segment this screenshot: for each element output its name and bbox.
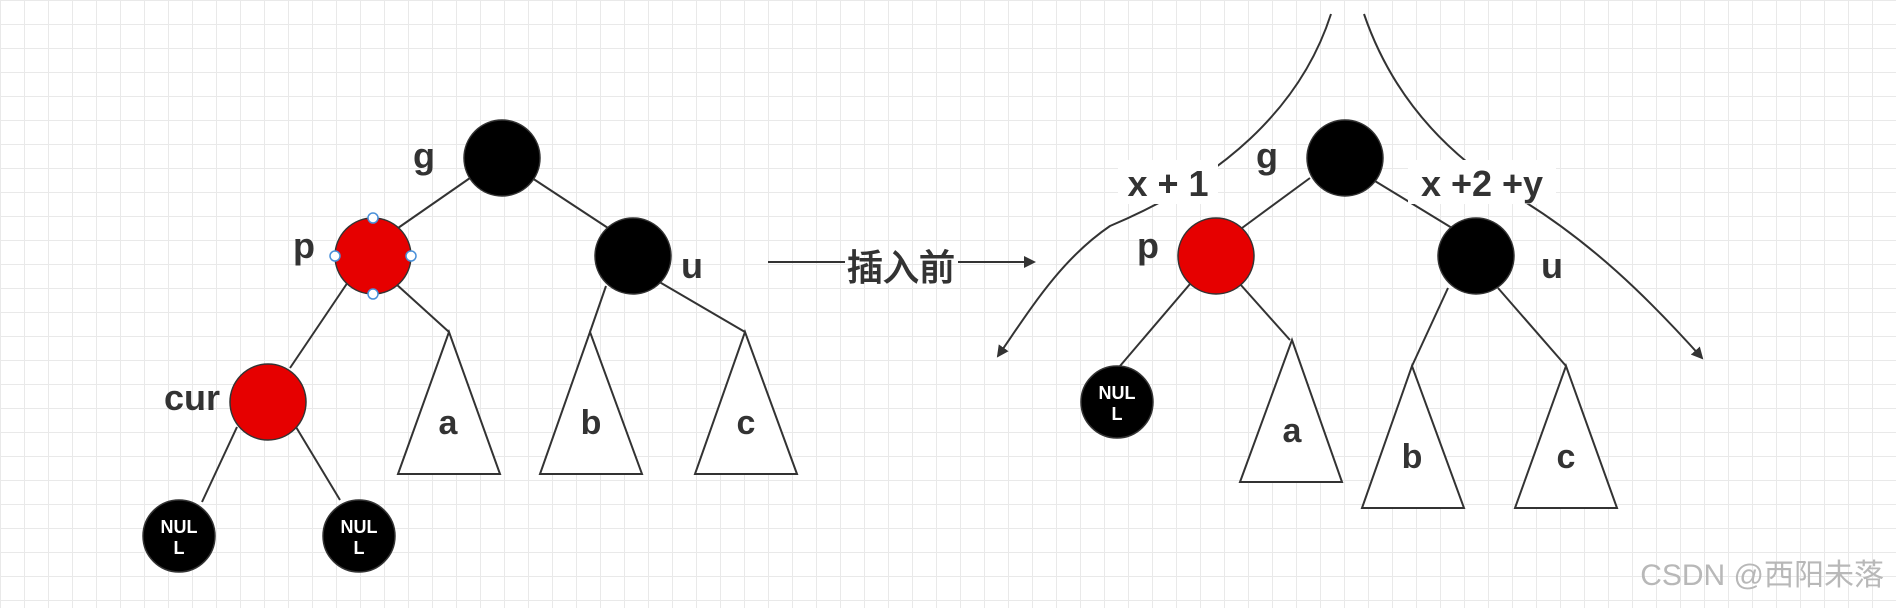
node-u-right[interactable]	[1437, 217, 1515, 295]
subtree-b-triangle-right	[1360, 363, 1466, 509]
selection-handle-bottom[interactable]	[367, 288, 379, 300]
subtree-b-label-right: b	[1402, 438, 1423, 476]
edge-g-p	[397, 177, 471, 229]
node-g[interactable]	[463, 119, 541, 197]
selection-handle-left[interactable]	[329, 250, 341, 262]
left-tree: a b c g p u cur NUL L NUL L	[142, 119, 799, 573]
node-g-right[interactable]	[1306, 119, 1384, 197]
node-nil-right-tree[interactable]	[1080, 365, 1154, 439]
label-g: g	[413, 135, 435, 176]
transition-label: 插入前	[847, 247, 955, 288]
subtree-b-label: b	[581, 404, 602, 442]
right-path-label: x +2 +y	[1421, 163, 1543, 204]
label-g-right: g	[1256, 135, 1278, 176]
label-cur: cur	[164, 377, 220, 418]
transition-arrow: 插入前	[768, 247, 1036, 288]
subtree-a-triangle-right	[1238, 337, 1344, 483]
node-p-right[interactable]	[1177, 217, 1255, 295]
node-p-selected[interactable]	[334, 217, 412, 295]
node-cur[interactable]	[229, 363, 307, 441]
edge-p-a	[395, 283, 450, 333]
edge-u-c-right	[1497, 287, 1567, 367]
right-tree: a b c x + 1 x +2 +y g p u NUL L	[996, 13, 1704, 509]
edge-u-b	[589, 285, 607, 333]
edge-g-p-right	[1241, 177, 1311, 229]
node-u[interactable]	[594, 217, 672, 295]
edge-g-u	[531, 177, 609, 229]
edge-p-a-right	[1239, 283, 1291, 341]
selection-handle-right[interactable]	[405, 250, 417, 262]
label-p: p	[293, 225, 315, 266]
subtree-c-label-right: c	[1557, 438, 1576, 476]
subtree-a-label: a	[439, 404, 459, 442]
subtree-c-triangle	[693, 329, 799, 475]
nil-right-tree-line2: L	[1112, 404, 1123, 424]
selection-handle-top[interactable]	[367, 212, 379, 224]
nil-right-tree-line1: NUL	[1099, 383, 1136, 403]
nil-right-line1: NUL	[341, 517, 378, 537]
nil-left-line2: L	[174, 538, 185, 558]
edge-cur-nil-right	[295, 426, 341, 501]
nil-right-line2: L	[354, 538, 365, 558]
subtree-c-label: c	[737, 404, 756, 442]
left-path-arrow	[996, 13, 1332, 358]
subtree-a-label-right: a	[1283, 412, 1303, 450]
right-path-label-bg	[1408, 160, 1556, 204]
node-nil-left[interactable]	[142, 499, 216, 573]
subtree-b-triangle	[538, 329, 644, 475]
edge-u-c	[655, 279, 746, 333]
edge-cur-nil-left	[201, 426, 238, 503]
subtree-a-triangle	[396, 329, 502, 475]
edge-p-cur	[289, 281, 349, 369]
nil-left-line1: NUL	[161, 517, 198, 537]
label-p-right: p	[1137, 225, 1159, 266]
edge-u-b-right	[1411, 287, 1449, 367]
left-path-label: x + 1	[1127, 163, 1208, 204]
node-nil-right[interactable]	[322, 499, 396, 573]
watermark: CSDN @西阳未落	[1640, 559, 1884, 592]
label-u-right: u	[1541, 245, 1563, 286]
label-u: u	[681, 245, 703, 286]
edge-p-nil-right	[1119, 283, 1191, 367]
subtree-c-triangle-right	[1513, 363, 1619, 509]
left-path-label-bg	[1118, 160, 1218, 204]
